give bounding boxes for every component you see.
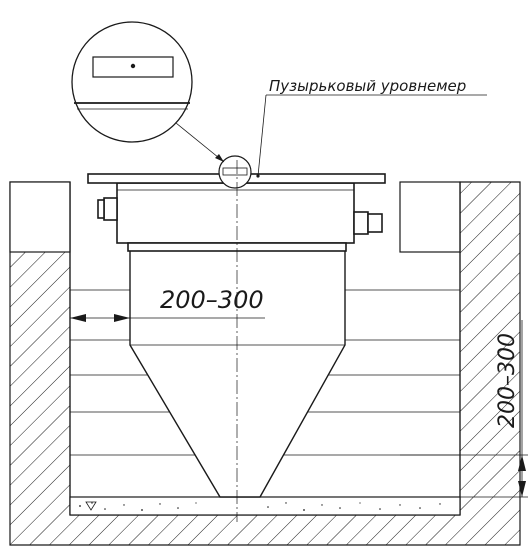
concrete-dots <box>79 502 441 511</box>
detail-magnifier <box>71 21 193 143</box>
callout-label: Пузырьковый уровнемер <box>269 77 466 95</box>
v-dim-label: 200–300 <box>495 333 520 428</box>
v-dim-arrow-bottom <box>518 481 526 497</box>
concrete-triangle <box>85 501 97 511</box>
h-dim-arrow-left <box>70 314 86 322</box>
concrete-base <box>69 496 461 516</box>
h-dim-label: 200–300 <box>160 286 264 314</box>
housing-body <box>116 182 355 244</box>
bubble-level-icon <box>218 155 260 189</box>
detail-leader <box>175 122 225 163</box>
h-dim-arrow-right <box>114 314 130 322</box>
detail-leader-arrow <box>215 154 224 162</box>
left-fitting <box>97 197 118 221</box>
v-dim-arrow-top <box>518 455 526 471</box>
pit-left-clear-top <box>9 181 71 253</box>
pit-right-clear-top <box>399 181 461 253</box>
callout-leader <box>257 94 267 177</box>
right-fitting <box>353 211 383 235</box>
